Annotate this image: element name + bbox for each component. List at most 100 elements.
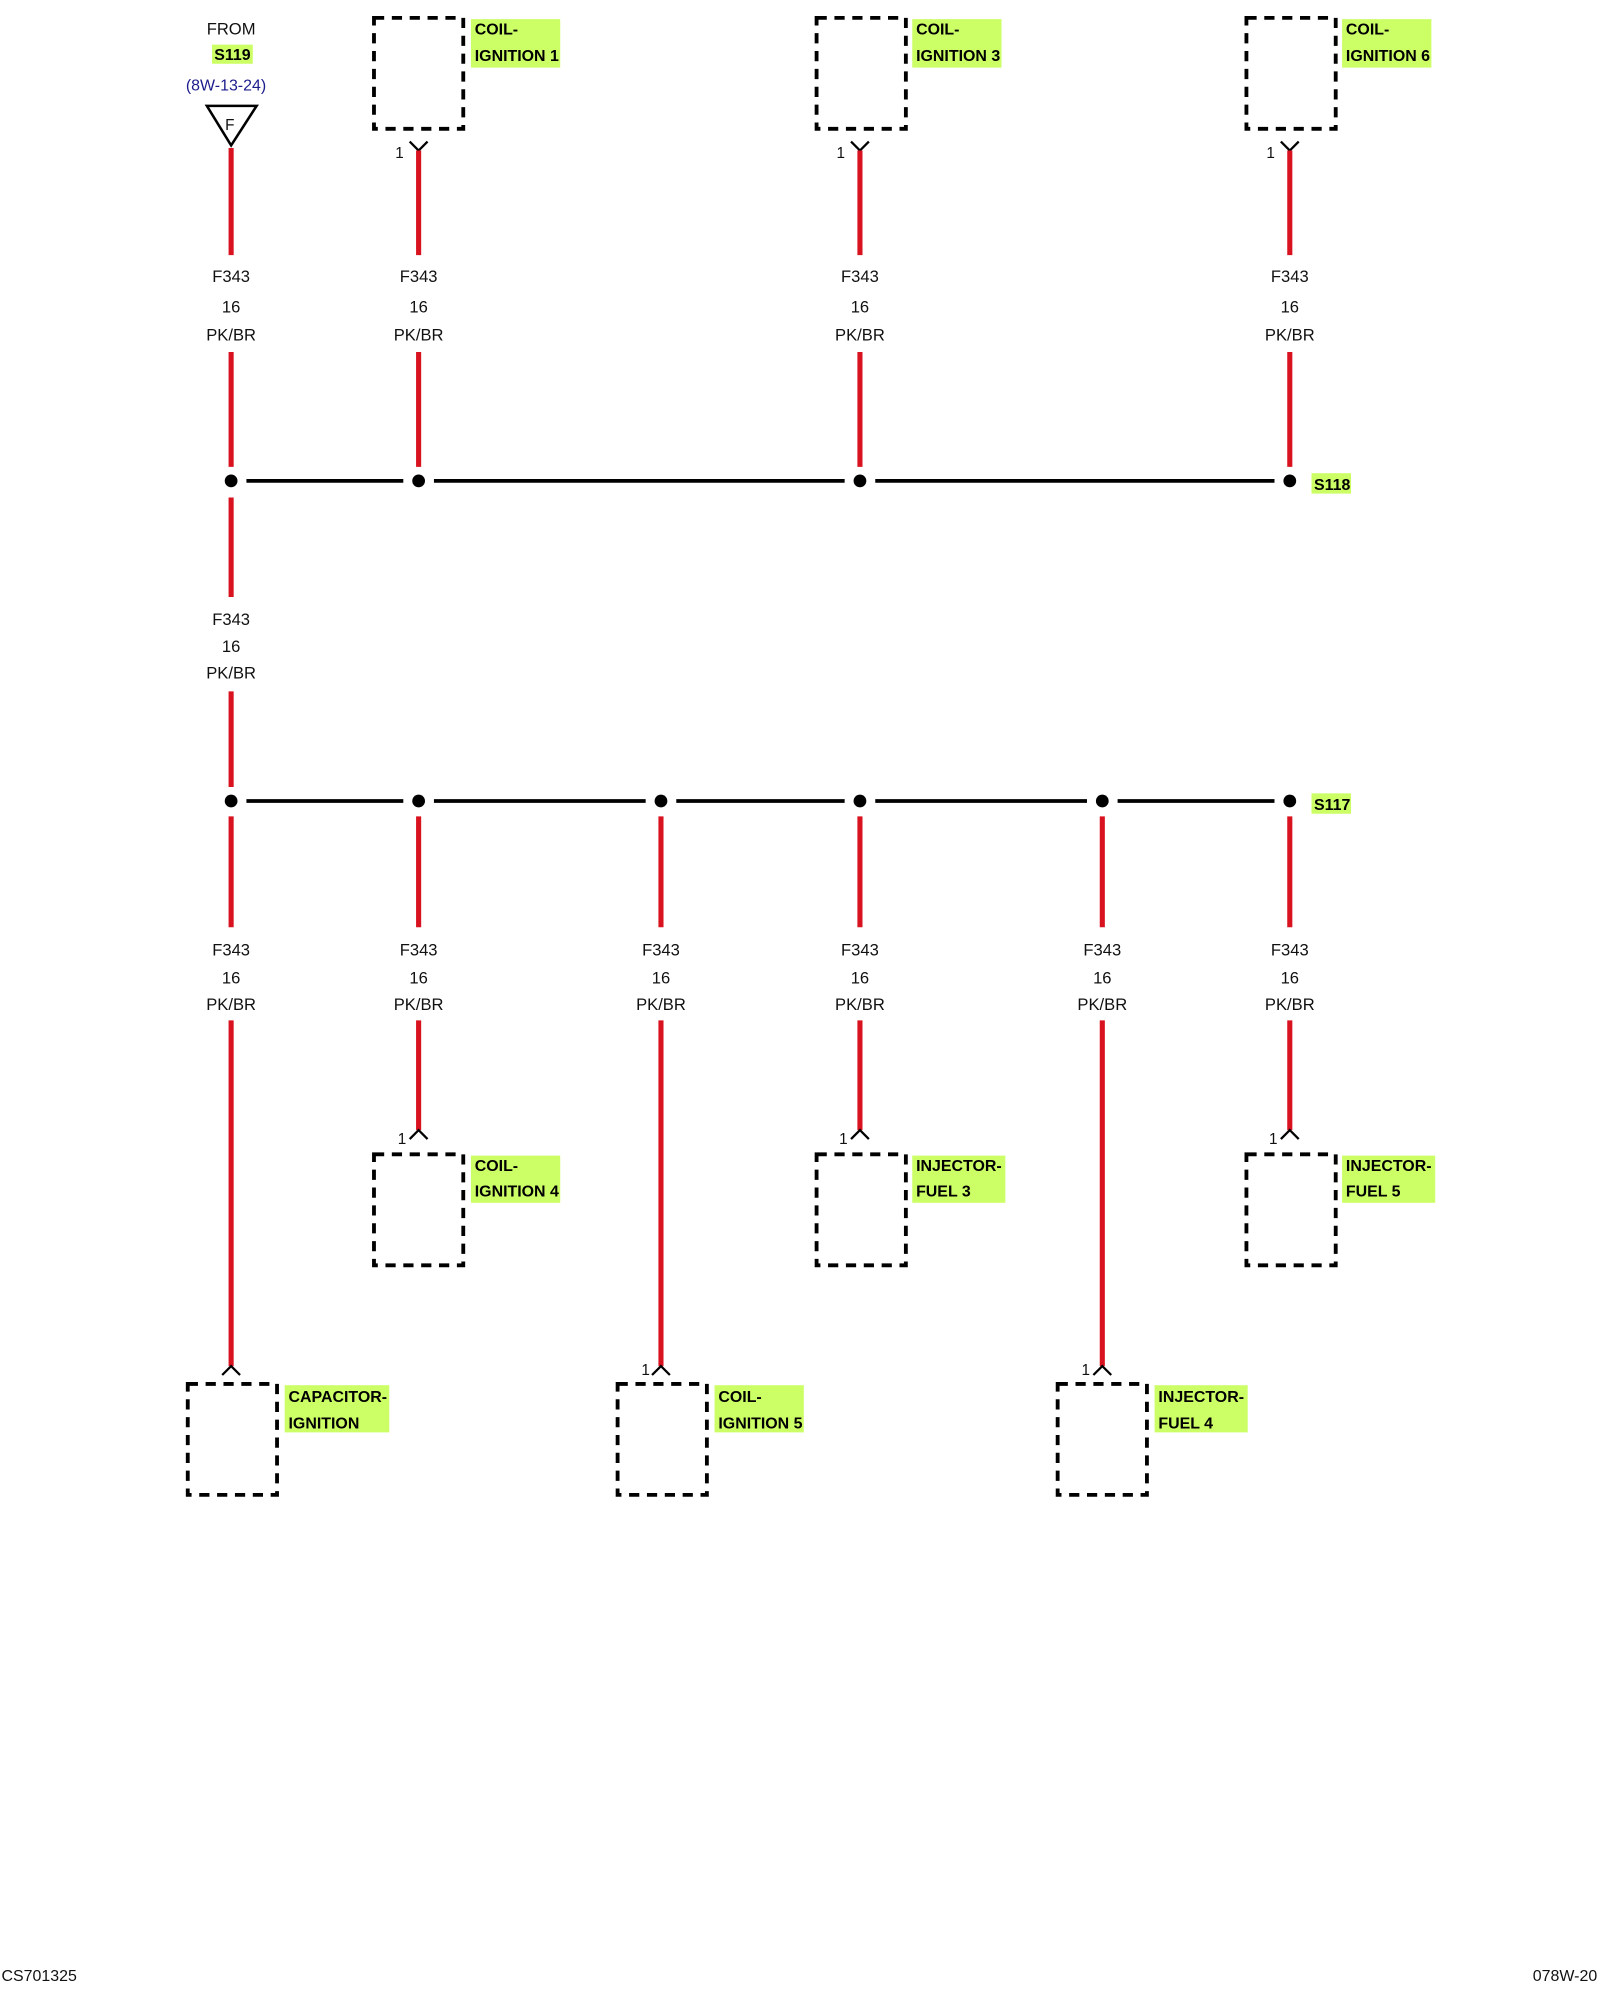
wire-gauge-label: 16 — [1281, 298, 1299, 317]
connector-name-line1: COIL- — [916, 21, 959, 38]
connector-label-highlight — [1154, 1385, 1248, 1433]
wire-color-label: PK/BR — [206, 664, 256, 683]
wire-circuit-label: F343 — [1271, 267, 1309, 286]
splice-id-label: S118 — [1314, 477, 1350, 494]
source-page-reference: (8W-13-24) — [186, 78, 266, 95]
connector-label-highlight — [470, 19, 561, 68]
connector-coil-ignition-1: COIL- IGNITION 1 1 — [372, 15, 561, 162]
splice-dot — [412, 794, 425, 808]
connector-name-line1: CAPACITOR- — [289, 1389, 388, 1406]
wire-gauge-label: 16 — [222, 968, 240, 987]
source-splice-id: S119 — [214, 47, 250, 64]
wire-gauge-label: 16 — [409, 298, 427, 317]
terminal-symbol-icon — [408, 1128, 429, 1140]
wire-circuit-label: F343 — [400, 940, 438, 959]
wire-label-injector-fuel-5: F343 16 PK/BR — [1265, 940, 1315, 1014]
connector-name-line1: COIL- — [475, 1158, 518, 1175]
splice-dot — [412, 474, 425, 488]
wire-label-injector-fuel-4: F343 16 PK/BR — [1077, 940, 1127, 1014]
wire-gauge-label: 16 — [851, 968, 869, 987]
splice-dot — [1283, 794, 1297, 808]
connector-name-line2: IGNITION — [289, 1416, 360, 1433]
splice-dot — [1283, 474, 1297, 488]
connector-label-highlight — [1342, 19, 1432, 68]
connector-coil-ignition-3: COIL- IGNITION 3 1 — [814, 15, 1002, 162]
wire-color-label: PK/BR — [206, 995, 256, 1014]
connector-name-line2: IGNITION 1 — [475, 48, 559, 65]
pin-number: 1 — [1269, 1131, 1278, 1148]
pin-number: 1 — [837, 145, 846, 162]
terminal-symbol-icon — [1280, 140, 1300, 153]
wire-gauge-label: 16 — [652, 968, 670, 987]
connector-name-line1: INJECTOR- — [916, 1158, 1002, 1175]
connector-coil-ignition-4: 1 COIL- IGNITION 4 — [372, 1128, 561, 1268]
wire-circuit-label: F343 — [212, 610, 250, 629]
wire-circuit-label: F343 — [212, 267, 250, 286]
splice-s117: S117 — [224, 793, 1352, 814]
connector-capacitor-ignition: CAPACITOR- IGNITION — [185, 1364, 390, 1497]
wire-color-label: PK/BR — [394, 326, 444, 345]
connector-name-line1: INJECTOR- — [1346, 1158, 1432, 1175]
wire-label-coil-ignition-3: F343 16 PK/BR — [835, 267, 885, 345]
splice-s118: S118 — [224, 473, 1352, 494]
terminal-symbol-icon — [221, 1364, 241, 1376]
wire-gauge-label: 16 — [1093, 968, 1111, 987]
connector-injector-fuel-3: 1 INJECTOR- FUEL 3 — [814, 1128, 1006, 1268]
wire-circuit-label: F343 — [400, 267, 438, 286]
splice-dot — [1095, 794, 1109, 808]
connector-outline — [185, 1382, 279, 1497]
connector-label-highlight — [912, 1155, 1006, 1203]
connector-name-line2: FUEL 5 — [1346, 1183, 1401, 1200]
connector-injector-fuel-4: 1 INJECTOR- FUEL 4 — [1055, 1362, 1248, 1497]
connector-label-highlight — [714, 1385, 804, 1433]
connector-coil-ignition-5: 1 COIL- IGNITION 5 — [615, 1362, 804, 1497]
wire-circuit-label: F343 — [841, 267, 879, 286]
connector-outline — [1055, 1382, 1149, 1497]
wire-circuit-label: F343 — [642, 940, 680, 959]
wire-label-coil-ignition-6: F343 16 PK/BR — [1265, 267, 1315, 345]
connector-name-line2: IGNITION 6 — [1346, 48, 1430, 65]
wire-label-capacitor-ignition: F343 16 PK/BR — [206, 940, 256, 1014]
terminal-symbol-icon — [850, 140, 870, 153]
lower-wires — [228, 816, 1293, 1367]
connector-label-highlight — [1342, 1155, 1436, 1203]
wire-gauge-label: 16 — [222, 637, 240, 656]
wire-label-injector-fuel-3: F343 16 PK/BR — [835, 940, 885, 1014]
footer-left-code: CS701325 — [2, 1968, 77, 1985]
splice-dot — [853, 474, 867, 488]
connector-name-line2: IGNITION 3 — [916, 48, 1000, 65]
pin-number: 1 — [641, 1362, 650, 1379]
from-label: FROM — [207, 19, 256, 38]
connector-name-line2: IGNITION 5 — [718, 1416, 802, 1433]
connector-name-line1: COIL- — [475, 21, 518, 38]
connector-name-line2: IGNITION 4 — [475, 1183, 559, 1200]
connector-name-line1: COIL- — [1346, 21, 1389, 38]
wire-color-label: PK/BR — [394, 995, 444, 1014]
pin-number: 1 — [398, 1131, 407, 1148]
connector-outline — [615, 1382, 709, 1497]
splice-dot — [853, 794, 867, 808]
wire-color-label: PK/BR — [636, 995, 686, 1014]
terminal-symbol-icon — [651, 1364, 671, 1376]
splice-dot — [654, 794, 668, 808]
connector-injector-fuel-5: 1 INJECTOR- FUEL 5 — [1244, 1128, 1436, 1268]
splice-dot — [224, 794, 238, 808]
footer-right-code: 078W-20 — [1533, 1968, 1598, 1985]
pin-number: 1 — [1266, 145, 1275, 162]
wire-circuit-label: F343 — [1271, 940, 1309, 959]
wire-label-coil-ignition-5: F343 16 PK/BR — [636, 940, 686, 1014]
terminal-symbol-icon — [1280, 1128, 1300, 1140]
connector-outline — [814, 15, 908, 131]
wire-gauge-label: 16 — [1281, 968, 1299, 987]
connector-outline — [372, 15, 466, 131]
wire-color-label: PK/BR — [835, 995, 885, 1014]
wire-label-coil-ignition-4: F343 16 PK/BR — [394, 940, 444, 1014]
source-connector: FROM S119 (8W-13-24) F — [186, 19, 266, 148]
terminal-symbol-icon — [1092, 1364, 1113, 1376]
splice-dot — [224, 474, 238, 488]
connector-name-line2: FUEL 4 — [1158, 1416, 1213, 1433]
wire-color-label: PK/BR — [206, 326, 256, 345]
connector-coil-ignition-6: COIL- IGNITION 6 1 — [1244, 15, 1432, 162]
terminal-symbol-icon — [408, 140, 429, 153]
